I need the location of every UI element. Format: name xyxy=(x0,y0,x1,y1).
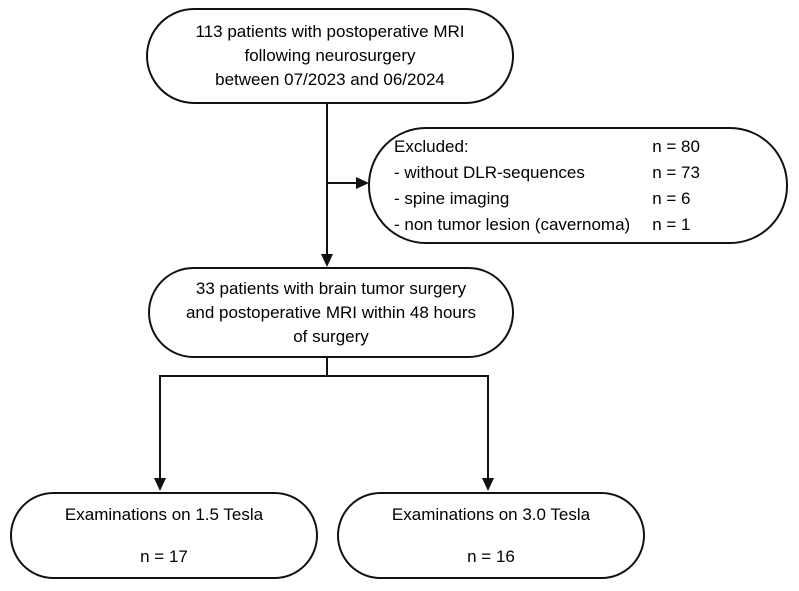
arrowhead-to-included xyxy=(321,254,333,267)
screened-line-3: between 07/2023 and 06/2024 xyxy=(215,70,445,89)
excluded-count-4: n = 1 xyxy=(652,214,691,234)
excluded-count-2: n = 73 xyxy=(652,162,700,182)
tesla30-count: n = 16 xyxy=(467,546,515,566)
tesla15-count: n = 17 xyxy=(140,546,188,566)
screened-patients-node: 113 patients with postoperative MRI foll… xyxy=(146,8,514,104)
excluded-reason-2: - spine imaging xyxy=(394,188,510,208)
edge-included-split xyxy=(159,358,328,478)
excluded-reason-list: Excluded: - without DLR-sequences - spin… xyxy=(394,134,630,238)
screened-line-1: 113 patients with postoperative MRI xyxy=(195,22,465,41)
included-line-1: 33 patients with brain tumor surgery xyxy=(195,278,467,298)
excluded-heading: Excluded: xyxy=(394,136,469,156)
excluded-count-3: n = 6 xyxy=(652,188,691,208)
tesla30-label: Examinations on 3.0 Tesla xyxy=(391,504,591,524)
excluded-count-1: n = 80 xyxy=(652,136,700,156)
arrowhead-to-tesla30 xyxy=(482,478,494,491)
included-patients-node: 33 patients with brain tumor surgery and… xyxy=(148,267,514,358)
screened-line-2: following neurosurgery xyxy=(244,46,416,65)
edge-included-split-right xyxy=(327,375,489,478)
tesla15-label: Examinations on 1.5 Tesla xyxy=(64,504,264,524)
examinations-3-0-tesla-node: Examinations on 3.0 Tesla n = 16 xyxy=(337,492,645,579)
excluded-count-list: n = 80 n = 73 n = 6 n = 1 xyxy=(652,134,700,238)
excluded-reason-1: - without DLR-sequences xyxy=(394,162,585,182)
arrowhead-to-tesla15 xyxy=(154,478,166,491)
included-line-2: and postoperative MRI within 48 hours xyxy=(185,302,477,322)
excluded-patients-node: Excluded: - without DLR-sequences - spin… xyxy=(368,127,788,244)
included-line-3: of surgery xyxy=(293,326,369,346)
excluded-reason-3: - non tumor lesion (cavernoma) xyxy=(394,214,631,234)
examinations-1-5-tesla-node: Examinations on 1.5 Tesla n = 17 xyxy=(10,492,318,579)
